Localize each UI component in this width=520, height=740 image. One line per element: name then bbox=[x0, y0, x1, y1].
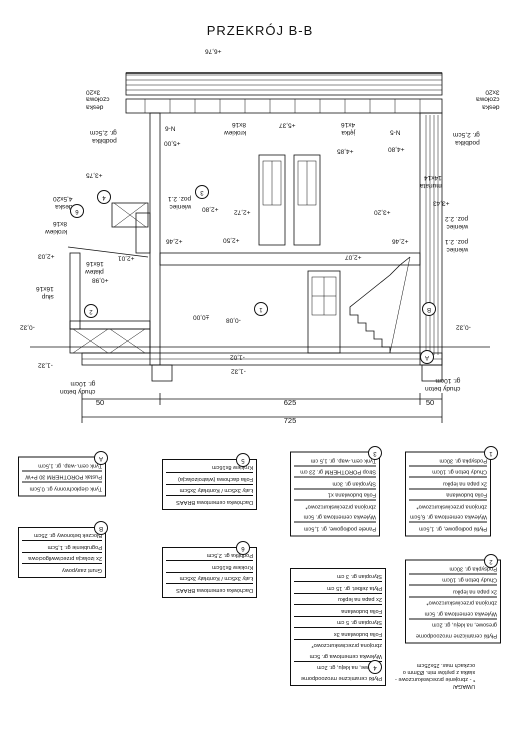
ceiling-joists bbox=[144, 99, 421, 113]
door-upper-glazing bbox=[262, 160, 317, 206]
foundation-left bbox=[151, 364, 173, 382]
marker-3: 3 bbox=[195, 185, 209, 199]
elev-272: +2,72 bbox=[234, 208, 251, 216]
roof-tiles bbox=[125, 72, 443, 96]
elev-485: +4,85 bbox=[337, 147, 354, 155]
staircase bbox=[349, 256, 411, 353]
elev-m008: -0,08 bbox=[226, 316, 241, 324]
dim-50-left: 50 bbox=[426, 398, 434, 407]
dimension-lines bbox=[81, 393, 443, 423]
marker-1: 1 bbox=[254, 302, 268, 316]
elev-m102: -1,02 bbox=[230, 353, 245, 361]
legend-note: UWAGA!* - zbrojenie przeciwskurczowe -si… bbox=[395, 662, 476, 689]
marker-B: B bbox=[422, 302, 436, 316]
legend-3-num: 3 bbox=[368, 446, 382, 460]
terrace-cross-lower bbox=[72, 328, 146, 354]
elev-246-right: +2,46 bbox=[392, 237, 409, 245]
elev-zero: ±0,00 bbox=[193, 313, 210, 321]
elev-280: +2,80 bbox=[202, 205, 219, 213]
elev-207: +2,07 bbox=[345, 253, 362, 261]
elev-201: +2,01 bbox=[118, 254, 135, 262]
elev-537: +5,37 bbox=[279, 121, 296, 129]
building-section bbox=[30, 72, 490, 382]
elev-m132-left: -1,32 bbox=[38, 361, 53, 369]
elev-320: +3,20 bbox=[374, 208, 391, 216]
foundation-right bbox=[421, 364, 443, 382]
marker-A-wall: A bbox=[420, 350, 434, 364]
elev-203: +2,03 bbox=[38, 252, 55, 260]
porch-roof bbox=[67, 246, 149, 258]
legend-6-num: 6 bbox=[236, 541, 250, 555]
balcony-cross bbox=[113, 202, 147, 228]
ceiling-beam bbox=[125, 98, 443, 114]
elev-098: +0,98 bbox=[92, 276, 109, 284]
rotated-sheet: PRZEKRÓJ B-B bbox=[30, 23, 490, 425]
elev-m032-right: -0,32 bbox=[456, 323, 471, 331]
elev-480: +4,80 bbox=[388, 145, 405, 153]
legend-4-num: 4 bbox=[368, 660, 382, 674]
marker-4: 4 bbox=[97, 190, 111, 204]
terrace-post bbox=[69, 252, 81, 330]
label-n5: N-5 bbox=[390, 128, 401, 136]
legend-A-num: A bbox=[94, 451, 108, 465]
drawing-title: PRZEKRÓJ B-B bbox=[207, 23, 314, 38]
elev-250: +2,50 bbox=[223, 236, 240, 244]
balcony-railing bbox=[111, 202, 149, 228]
elev-500: +5,00 bbox=[164, 139, 181, 147]
elev-m032-left: -0,32 bbox=[20, 323, 35, 331]
door-upper-2 bbox=[258, 154, 286, 246]
roof-tile-hatch bbox=[126, 74, 442, 91]
dim-725: 725 bbox=[284, 416, 297, 425]
legend-2-num: 2 bbox=[484, 554, 498, 568]
wall-right bbox=[419, 112, 443, 366]
floor-slab bbox=[159, 252, 421, 266]
terrace-railing-lower bbox=[69, 328, 151, 354]
marker-6: 6 bbox=[70, 204, 84, 218]
label-n6: N-6 bbox=[165, 124, 176, 132]
elev-343: +3,43 bbox=[433, 199, 450, 207]
legend-5-num: 5 bbox=[236, 453, 250, 467]
legend-1-num: 1 bbox=[484, 446, 498, 460]
terrace-beam bbox=[69, 320, 151, 330]
legend-B-num: B bbox=[94, 521, 108, 535]
door-lower bbox=[307, 270, 341, 354]
dim-50-right: 50 bbox=[96, 398, 104, 407]
elev-top: +6,76 bbox=[205, 47, 222, 55]
door-upper-1 bbox=[293, 154, 321, 246]
dimension-texts: 50 625 50 725 bbox=[96, 398, 434, 425]
elev-375: +3,75 bbox=[86, 171, 103, 179]
elev-246-left: +2,46 bbox=[166, 237, 183, 245]
stair-stringer bbox=[389, 256, 411, 354]
wall-left bbox=[149, 112, 161, 366]
wall-right-cladding bbox=[425, 115, 439, 355]
door-lower-glazing bbox=[311, 276, 337, 316]
dim-625: 625 bbox=[284, 398, 297, 407]
marker-2: 2 bbox=[84, 304, 98, 318]
balcony-post bbox=[135, 212, 151, 254]
elev-m132: -1,32 bbox=[231, 367, 246, 375]
